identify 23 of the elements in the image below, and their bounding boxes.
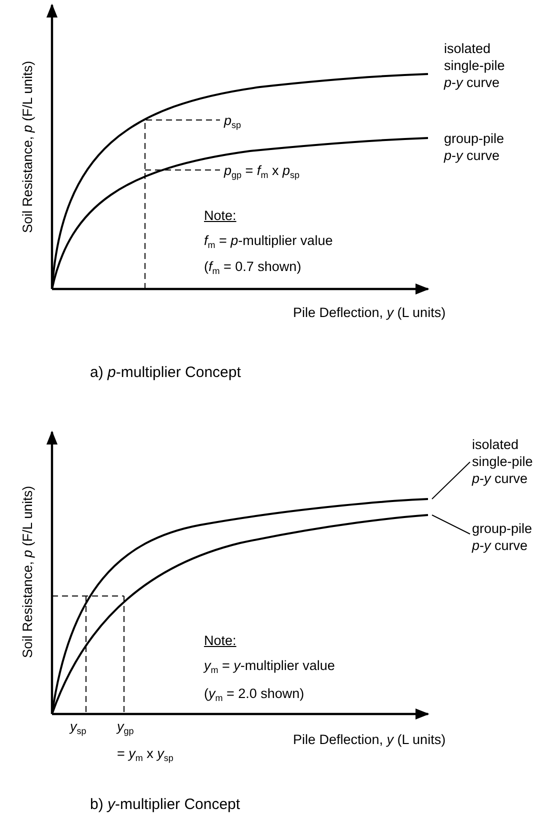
axis-title: Soil Resistance, p (F/L units) xyxy=(19,486,36,658)
value-label: y$_{sp}$ xyxy=(70,718,86,735)
panel-caption: b) y-multiplier Concept xyxy=(90,796,240,813)
note-text: f$_{m}$ = p-multiplier value xyxy=(204,232,333,249)
curve-label: isolated single-pile p-y curve xyxy=(444,40,506,91)
curve-label: group-pile p-y curve xyxy=(444,130,506,164)
axis-title: Soil Resistance, p (F/L units) xyxy=(19,60,36,233)
note-heading: Note: xyxy=(204,632,236,649)
axis-title: Pile Deflection, y (L units) xyxy=(293,731,446,748)
panel-caption: a) p-multiplier Concept xyxy=(90,364,241,381)
note-text: (f$_{m}$ = 0.7 shown) xyxy=(204,258,302,275)
note-text: (y$_{m}$ = 2.0 shown) xyxy=(204,685,304,702)
axis-title: Pile Deflection, y (L units) xyxy=(293,304,446,321)
formula-label: p$_{gp}$ = f$_{m}$ x p$_{sp}$ xyxy=(224,162,300,179)
leader-line xyxy=(432,514,470,534)
note-text: y$_{m}$ = y-multiplier value xyxy=(204,657,335,674)
note-heading: Note: xyxy=(204,207,236,224)
formula-label: = y$_{m}$ x y$_{sp}$ xyxy=(117,745,174,762)
leader-line xyxy=(432,462,470,500)
value-label: p$_{sp}$ xyxy=(224,112,242,129)
value-label: y$_{gp}$ xyxy=(117,718,134,735)
curve-label: isolated single-pile p-y curve xyxy=(472,436,546,487)
curve-label: group-pile p-y curve xyxy=(472,520,546,554)
